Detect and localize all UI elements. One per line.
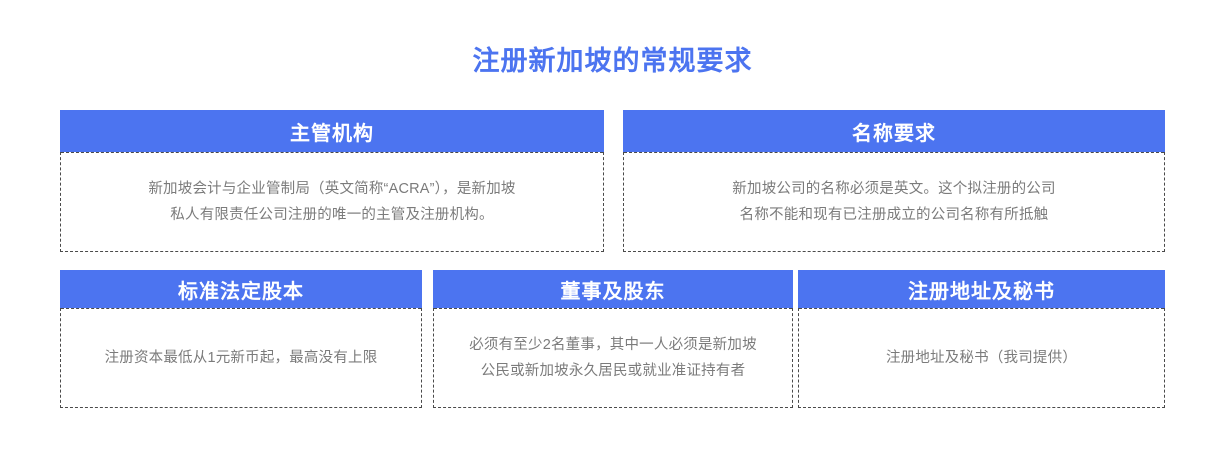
card-name-requirements: 名称要求 新加坡公司的名称必须是英文。这个拟注册的公司 名称不能和现有已注册成立… — [623, 110, 1165, 252]
dashed-top-border — [799, 308, 1164, 309]
card-text-registered-address-secretary: 注册地址及秘书（我司提供） — [885, 349, 1078, 366]
card-body-share-capital: 注册资本最低从1元新币起，最高没有上限 — [60, 308, 422, 408]
card-text-share-capital: 注册资本最低从1元新币起，最高没有上限 — [104, 349, 378, 366]
card-text-directors-shareholders: 必须有至少2名董事，其中一人必须是新加坡 公民或新加坡永久居民或就业准证持有者 — [469, 336, 757, 379]
card-body-name-requirements: 新加坡公司的名称必须是英文。这个拟注册的公司 名称不能和现有已注册成立的公司名称… — [623, 152, 1165, 252]
page-title: 注册新加坡的常规要求 — [472, 46, 753, 76]
dashed-top-border — [61, 308, 421, 309]
card-directors-shareholders: 董事及股东 必须有至少2名董事，其中一人必须是新加坡 公民或新加坡永久居民或就业… — [433, 270, 793, 408]
card-body-governing-authority: 新加坡会计与企业管制局（英文简称“ACRA”），是新加坡 私人有限责任公司注册的… — [60, 152, 604, 252]
card-share-capital: 标准法定股本 注册资本最低从1元新币起，最高没有上限 — [60, 270, 422, 408]
dashed-top-border — [624, 152, 1164, 153]
card-text-governing-authority: 新加坡会计与企业管制局（英文简称“ACRA”），是新加坡 私人有限责任公司注册的… — [148, 180, 516, 223]
card-text-name-requirements: 新加坡公司的名称必须是英文。这个拟注册的公司 名称不能和现有已注册成立的公司名称… — [732, 180, 1056, 223]
card-body-directors-shareholders: 必须有至少2名董事，其中一人必须是新加坡 公民或新加坡永久居民或就业准证持有者 — [433, 308, 793, 408]
dashed-top-border — [61, 152, 603, 153]
card-header-share-capital: 标准法定股本 — [60, 270, 422, 308]
card-registered-address-secretary: 注册地址及秘书 注册地址及秘书（我司提供） — [798, 270, 1165, 408]
dashed-top-border — [434, 308, 792, 309]
card-header-name-requirements: 名称要求 — [623, 110, 1165, 152]
card-header-registered-address-secretary: 注册地址及秘书 — [798, 270, 1165, 308]
card-header-directors-shareholders: 董事及股东 — [433, 270, 793, 308]
card-header-governing-authority: 主管机构 — [60, 110, 604, 152]
card-body-registered-address-secretary: 注册地址及秘书（我司提供） — [798, 308, 1165, 408]
card-governing-authority: 主管机构 新加坡会计与企业管制局（英文简称“ACRA”），是新加坡 私人有限责任… — [60, 110, 604, 252]
